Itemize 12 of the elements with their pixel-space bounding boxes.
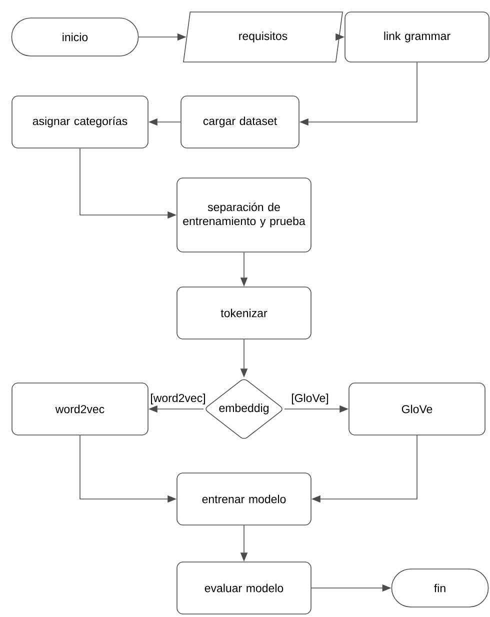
process-box: cargar dataset — [180, 96, 300, 148]
edge-label: [word2vec] — [149, 392, 207, 406]
process-box: link grammar — [344, 12, 490, 62]
input-parallelogram: requisitos — [183, 12, 343, 62]
process-box: evaluar modelo — [176, 562, 312, 614]
process-box: asignar categorías — [12, 96, 148, 148]
process-box: tokenizar — [176, 286, 312, 340]
process-box: separación de entrenamiento y prueba — [176, 178, 312, 252]
edge-label: [GloVe] — [290, 392, 330, 406]
process-box: GloVe — [348, 382, 486, 436]
process-box: word2vec — [12, 382, 148, 436]
process-box: entrenar modelo — [176, 472, 312, 526]
